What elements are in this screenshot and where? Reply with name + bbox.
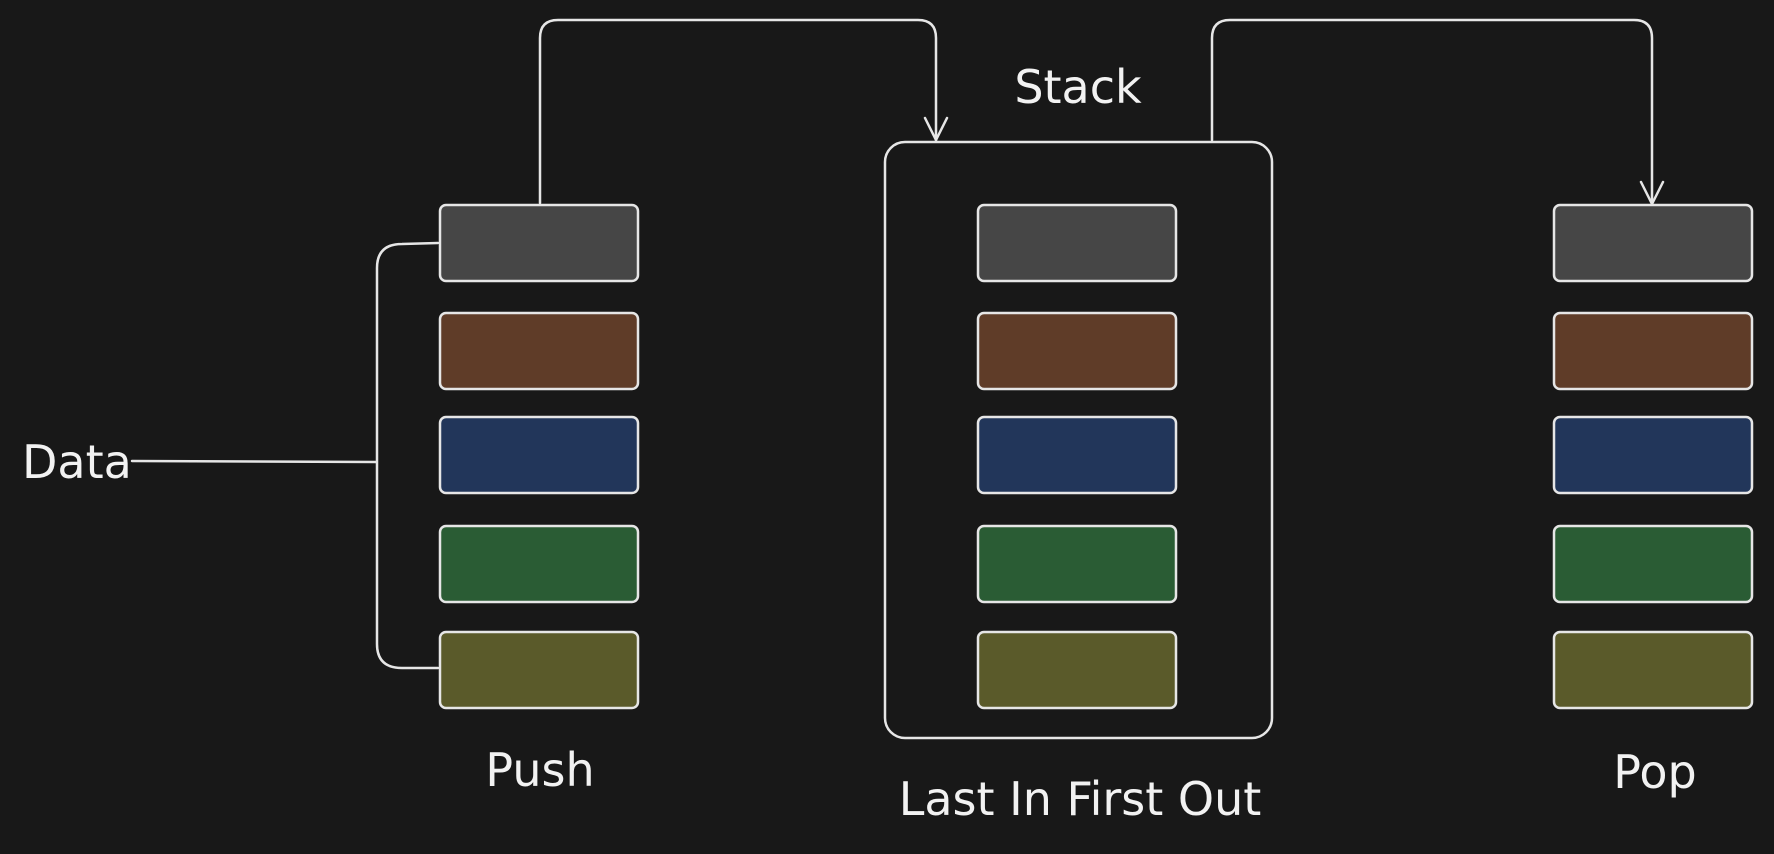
stack-block-olive bbox=[976, 630, 1178, 710]
push-data-blocks bbox=[438, 203, 640, 710]
push-block-olive bbox=[438, 630, 640, 710]
data-label: Data bbox=[22, 435, 132, 489]
pop-block-blue bbox=[1552, 415, 1754, 495]
stack-to-pop-arrow bbox=[1210, 18, 1654, 206]
lifo-label: Last In First Out bbox=[899, 772, 1262, 826]
stack-block-blue bbox=[976, 415, 1178, 495]
pop-block-olive bbox=[1552, 630, 1754, 710]
push-to-stack-arrow bbox=[538, 18, 938, 205]
pop-label: Pop bbox=[1613, 745, 1696, 799]
stack-block-brown bbox=[976, 311, 1178, 391]
stack-block-gray bbox=[976, 203, 1178, 283]
pop-block-green bbox=[1552, 524, 1754, 604]
push-block-brown bbox=[438, 311, 640, 391]
push-label: Push bbox=[485, 743, 594, 797]
stack-container bbox=[883, 140, 1274, 740]
stack-block-green bbox=[976, 524, 1178, 604]
push-arrowhead bbox=[923, 116, 949, 142]
pop-data-blocks bbox=[1552, 203, 1754, 710]
push-block-green bbox=[438, 524, 640, 604]
pop-block-brown bbox=[1552, 311, 1754, 391]
stack-data-blocks bbox=[976, 203, 1178, 710]
stack-title: Stack bbox=[1014, 60, 1142, 114]
data-connector-line bbox=[130, 459, 378, 464]
pop-block-gray bbox=[1552, 203, 1754, 283]
push-block-blue bbox=[438, 415, 640, 495]
push-block-gray bbox=[438, 203, 640, 283]
data-bracket bbox=[375, 241, 440, 670]
